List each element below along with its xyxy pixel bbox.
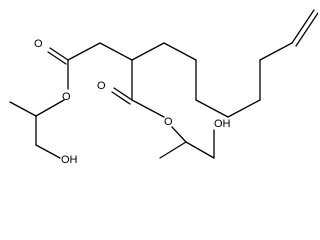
bond-ch2-to-carbonyl-upper (67, 42, 101, 61)
bond-ester-o-lower-to-ch (171, 126, 187, 143)
bond-ch-upper-to-methyl (9, 101, 37, 117)
atom-hydroxyl-lower: OH (214, 118, 231, 130)
bond-chain-4 (195, 99, 229, 118)
bond-terminal-alkene-b (295, 12, 318, 47)
bond-chain-2 (163, 42, 197, 61)
bond-ch-lower-to-methyl (159, 141, 187, 159)
bond-chain-5 (227, 99, 261, 118)
molecule-structure-diagram: O O OH O O OH (9, 9, 318, 166)
bond-carbonyl-upper-double-a (49, 47, 69, 61)
bond-carbonyl-upper-double-b (47, 51, 67, 65)
bond-terminal-alkene-a (291, 9, 315, 44)
atom-ester-oxygen-lower: O (164, 116, 173, 128)
bond-ch-lower-to-ch2oh (185, 141, 215, 159)
bond-ch2-to-oh-upper (35, 144, 61, 159)
atom-ester-oxygen-upper: O (62, 91, 71, 103)
atom-hydroxyl-upper: OH (61, 154, 78, 166)
bond-carbonyl-lower-double-b (111, 91, 131, 105)
bond-chain-1 (131, 42, 165, 61)
bond-carbonyl-lower-double-a (113, 87, 133, 101)
atom-carbonyl-oxygen-upper: O (34, 38, 43, 50)
atom-carbonyl-oxygen-lower: O (97, 80, 106, 92)
bond-ester-o-upper-to-ch (35, 99, 65, 117)
bond-chain-7 (259, 42, 293, 61)
bond-carbonyl-lower-to-ester-o (131, 99, 165, 118)
bond-ch2-to-ch (99, 42, 133, 61)
